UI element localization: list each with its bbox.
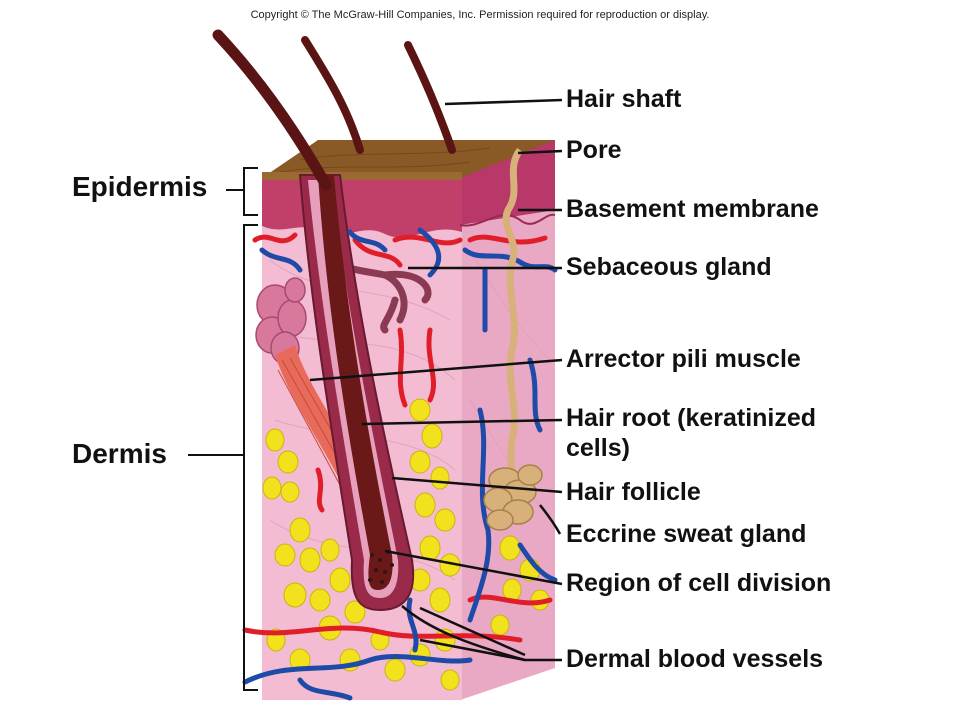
leader-lines	[309, 98, 563, 662]
epidermis-bracket	[226, 167, 258, 216]
hair-root-label-line2: cells)	[566, 433, 630, 462]
hair-shaft-label: Hair shaft	[566, 85, 682, 113]
dermal-blood-vessels-label: Dermal blood vessels	[566, 645, 824, 673]
pore-label: Pore	[566, 136, 622, 164]
hair-root-shape	[318, 175, 393, 590]
sebaceous-gland-label: Sebaceous gland	[566, 253, 772, 281]
epidermis-label: Epidermis	[72, 171, 208, 202]
hair-shafts	[212, 29, 456, 191]
hair-root-label-line1: Hair root (keratinized	[566, 404, 817, 432]
arrector-pili-muscle-label: Arrector pili muscle	[566, 345, 801, 373]
sebaceous-gland-lobes	[255, 277, 307, 365]
eccrine-sweat-gland-coil	[483, 464, 543, 531]
blood-vessels	[242, 227, 558, 701]
epidermis-layer	[262, 178, 462, 226]
sweat-duct	[502, 147, 523, 486]
region-of-cell-division-label: Region of cell division	[566, 569, 832, 597]
dermis-bracket	[188, 224, 258, 691]
hair-root-label: Hair root (keratinized cells)	[566, 404, 816, 463]
hair-follicle-label: Hair follicle	[566, 478, 701, 506]
eccrine-sweat-gland-label: Eccrine sweat gland	[566, 520, 807, 548]
copyright-notice: Copyright © The McGraw-Hill Companies, I…	[250, 9, 710, 21]
dermis-label: Dermis	[72, 438, 167, 469]
basement-membrane-label: Basement membrane	[566, 195, 819, 223]
